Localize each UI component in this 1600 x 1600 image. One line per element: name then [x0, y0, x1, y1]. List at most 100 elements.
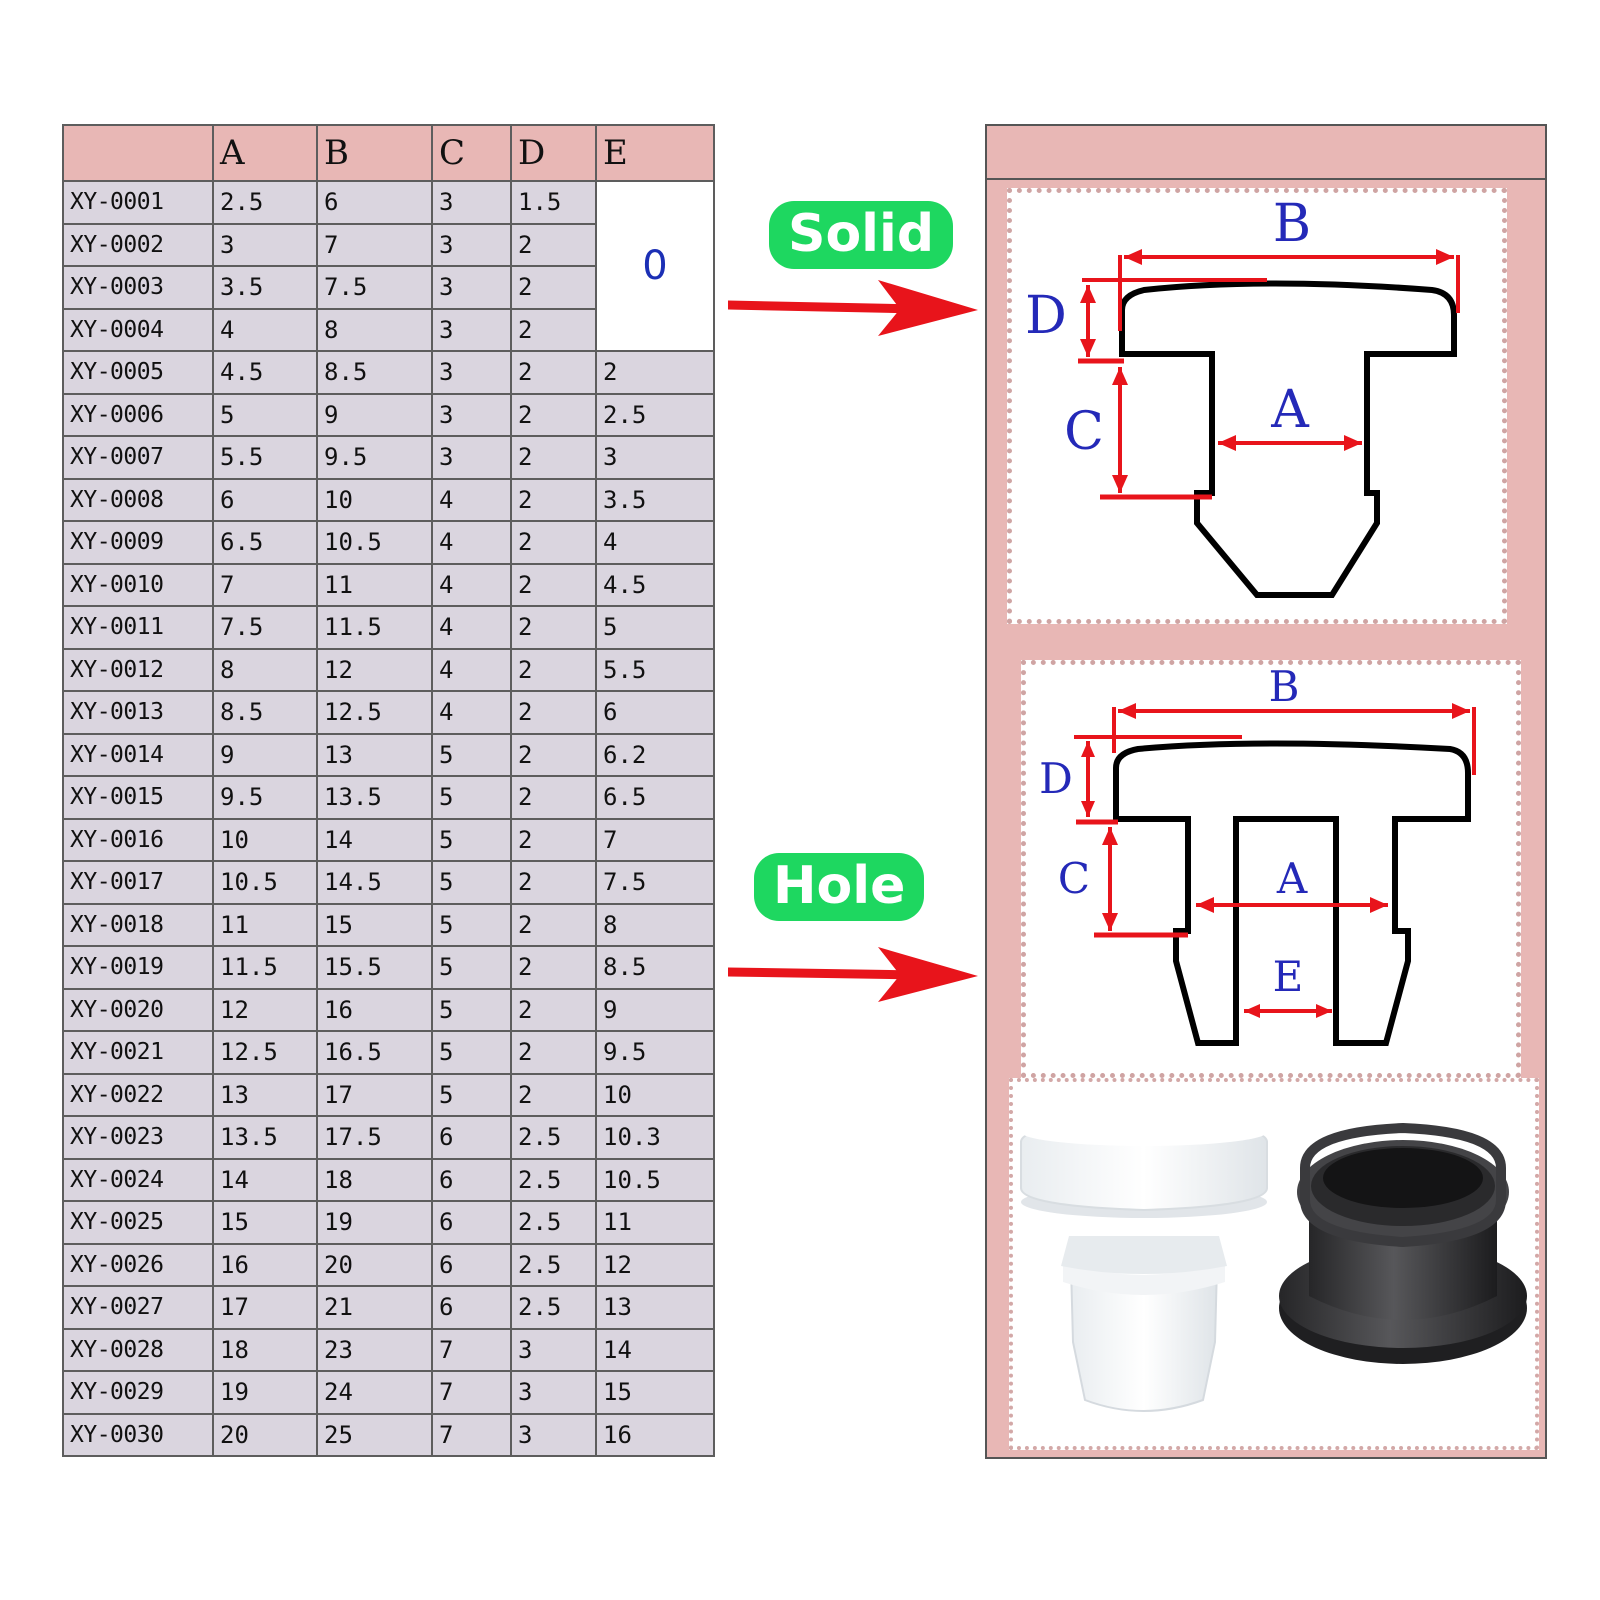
d-cell: 2 [510, 860, 597, 905]
a-cell: 4.5 [212, 350, 318, 395]
c-cell: 3 [431, 180, 512, 225]
d-cell: 3 [510, 1370, 597, 1415]
b-cell: 14 [316, 817, 433, 862]
model-cell: XY-0020 [62, 987, 214, 1032]
a-cell: 10 [212, 817, 318, 862]
b-cell: 16.5 [316, 1030, 433, 1075]
d-cell: 2 [510, 222, 597, 267]
c-cell: 5 [431, 987, 512, 1032]
d-cell: 3 [510, 1412, 597, 1457]
e-cell: 5 [595, 605, 715, 650]
c-cell: 6 [431, 1242, 512, 1287]
a-cell: 12.5 [212, 1030, 318, 1075]
c-cell: 4 [431, 562, 512, 607]
a-cell: 20 [212, 1412, 318, 1457]
b-cell: 12.5 [316, 690, 433, 735]
b-cell: 11.5 [316, 605, 433, 650]
e-cell: 8 [595, 902, 715, 947]
c-cell: 3 [431, 435, 512, 480]
model-cell: XY-0011 [62, 605, 214, 650]
model-cell: XY-0002 [62, 222, 214, 267]
model-cell: XY-0007 [62, 435, 214, 480]
a-cell: 12 [212, 987, 318, 1032]
b-cell: 13.5 [316, 775, 433, 820]
a-cell: 17 [212, 1285, 318, 1330]
c-cell: 5 [431, 1072, 512, 1117]
c-cell: 5 [431, 775, 512, 820]
e-cell: 8.5 [595, 945, 715, 990]
model-cell: XY-0025 [62, 1200, 214, 1245]
a-cell: 13.5 [212, 1115, 318, 1160]
c-cell: 7 [431, 1327, 512, 1372]
a-cell: 16 [212, 1242, 318, 1287]
header-b: B [316, 124, 433, 182]
a-cell: 18 [212, 1327, 318, 1372]
hole-plug-diagram: B D C A E [1021, 660, 1521, 1078]
e-cell: 3.5 [595, 477, 715, 522]
e-cell: 4.5 [595, 562, 715, 607]
b-cell: 10.5 [316, 520, 433, 565]
e-cell: 5.5 [595, 647, 715, 692]
dimension-label-b: B [1273, 194, 1311, 254]
e-cell: 2 [595, 350, 715, 395]
model-cell: XY-0004 [62, 307, 214, 352]
b-cell: 12 [316, 647, 433, 692]
c-cell: 5 [431, 817, 512, 862]
d-cell: 2 [510, 605, 597, 650]
a-cell: 9.5 [212, 775, 318, 820]
e-cell: 2.5 [595, 392, 715, 437]
e-cell: 11 [595, 1200, 715, 1245]
dimension-label-d: D [1025, 286, 1067, 346]
d-cell: 2.5 [510, 1200, 597, 1245]
a-cell: 11 [212, 902, 318, 947]
e-cell: 6.5 [595, 775, 715, 820]
c-cell: 7 [431, 1412, 512, 1457]
solid-plug-diagram: B D C A [1007, 188, 1507, 624]
c-cell: 4 [431, 520, 512, 565]
d-cell: 2 [510, 647, 597, 692]
header-c: C [431, 124, 512, 182]
header-e: E [595, 124, 715, 182]
d-cell: 2 [510, 902, 597, 947]
dimension-label-d: D [1039, 754, 1073, 803]
a-cell: 5 [212, 392, 318, 437]
model-cell: XY-0019 [62, 945, 214, 990]
e-cell: 4 [595, 520, 715, 565]
d-cell: 2 [510, 562, 597, 607]
e-cell: 10.5 [595, 1157, 715, 1202]
b-cell: 9 [316, 392, 433, 437]
e-cell: 12 [595, 1242, 715, 1287]
a-cell: 13 [212, 1072, 318, 1117]
c-cell: 3 [431, 307, 512, 352]
model-cell: XY-0001 [62, 180, 214, 225]
dimension-label-c: C [1058, 854, 1090, 903]
d-cell: 2 [510, 350, 597, 395]
a-cell: 9 [212, 732, 318, 777]
a-cell: 6.5 [212, 520, 318, 565]
b-cell: 20 [316, 1242, 433, 1287]
b-cell: 14.5 [316, 860, 433, 905]
diagram-panel: B D C A [985, 124, 1547, 1459]
header-blank [62, 124, 214, 182]
header-d: D [510, 124, 597, 182]
e-cell: 15 [595, 1370, 715, 1415]
white-solid-plug-icon [1020, 1118, 1268, 1412]
d-cell: 2 [510, 392, 597, 437]
header-a: A [212, 124, 318, 182]
c-cell: 4 [431, 605, 512, 650]
